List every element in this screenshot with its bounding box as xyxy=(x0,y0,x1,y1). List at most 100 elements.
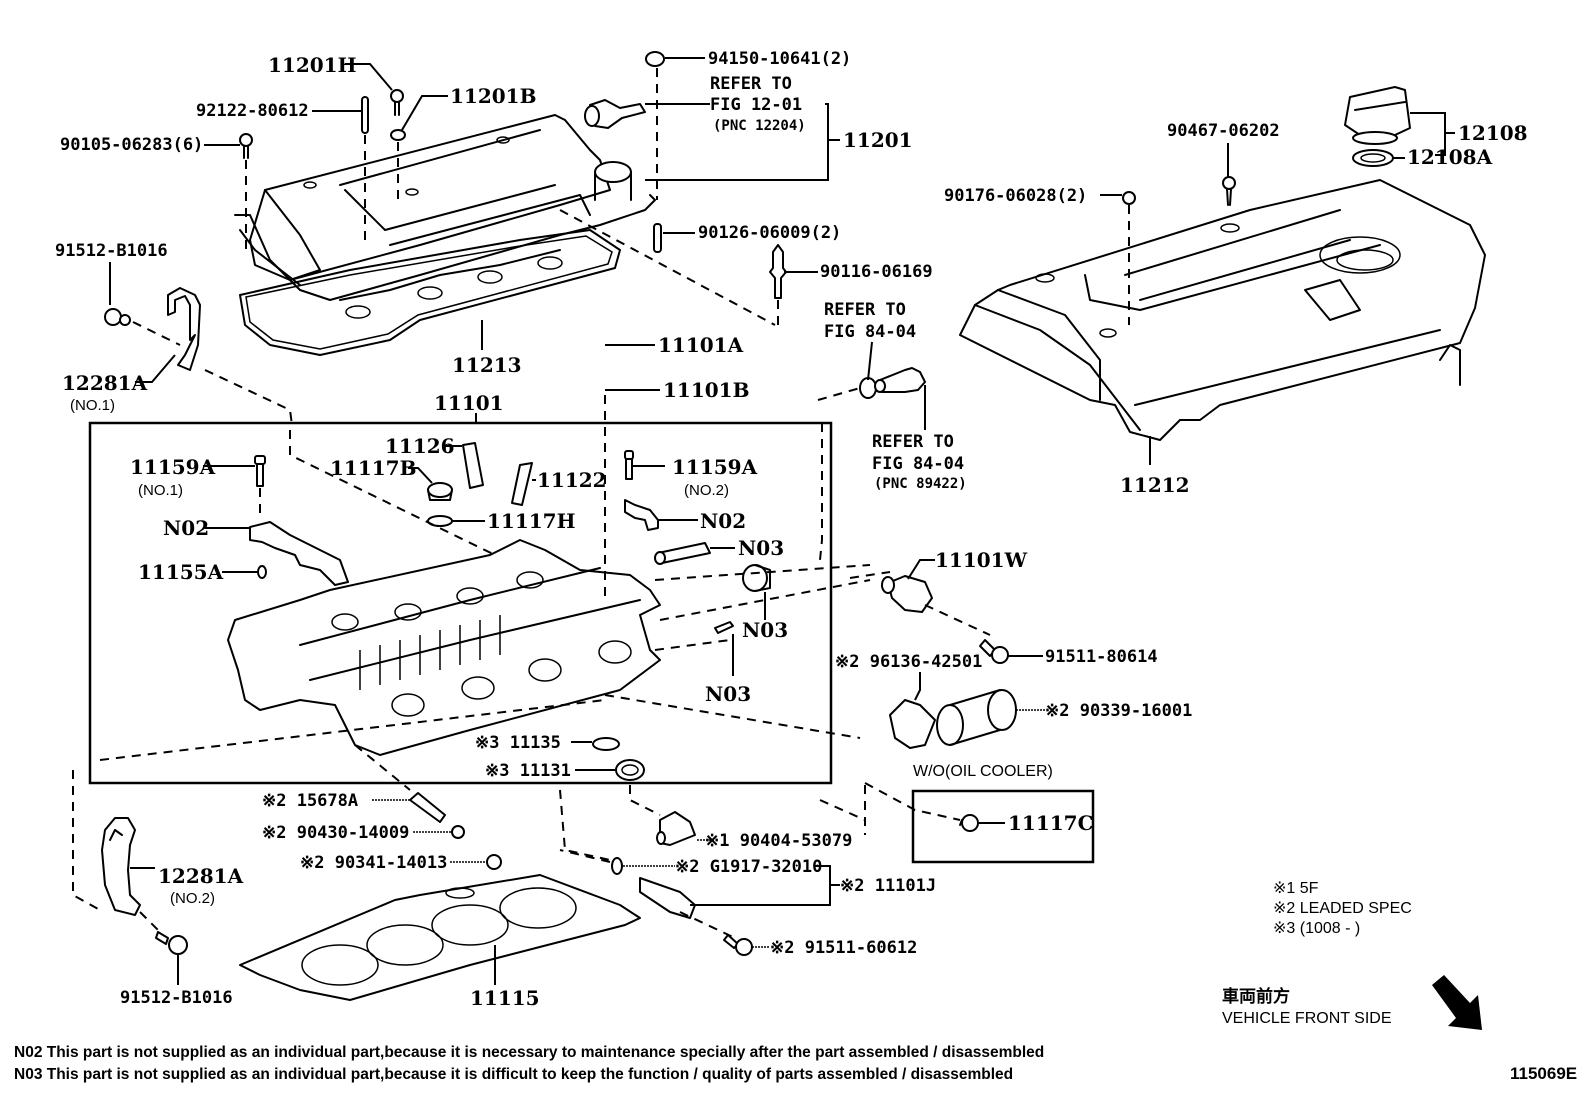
label-refer-fig-84-04-b-line1: REFER TO xyxy=(872,432,954,452)
label-91511-80614: 91511-80614 xyxy=(1045,647,1158,667)
label-11117C: 11117C xyxy=(1008,811,1094,835)
footnote-n02: N02 This part is not supplied as an indi… xyxy=(14,1044,1044,1061)
label-91512-B1016-bottom: 91512-B1016 xyxy=(120,988,233,1008)
label-11131: ※3 11131 xyxy=(485,761,571,781)
label-91512-B1016-top: 91512-B1016 xyxy=(55,241,168,261)
plug-11117C[interactable] xyxy=(959,814,979,832)
bearing-cap-n02-right[interactable] xyxy=(624,499,659,531)
label-96136-42501: ※2 96136-42501 xyxy=(835,652,982,672)
label-15678A: ※2 15678A xyxy=(262,791,358,811)
label-11101J: ※2 11101J xyxy=(840,876,936,896)
bolt-91512-bottom[interactable] xyxy=(155,931,188,955)
label-11115: 11115 xyxy=(470,986,540,1010)
label-11126: 11126 xyxy=(385,434,455,458)
cylinder-head[interactable] xyxy=(227,539,661,756)
label-11101B: 11101B xyxy=(663,378,749,402)
gasket-11135[interactable] xyxy=(592,737,620,751)
oil-filler-cap[interactable] xyxy=(1344,86,1411,145)
label-90126-06009: 90126-06009(2) xyxy=(698,223,841,243)
label-12108: 12108 xyxy=(1458,121,1528,145)
label-12108A: 12108A xyxy=(1407,145,1493,169)
label-11159A-no2: 11159A xyxy=(672,455,758,479)
stud-92122[interactable] xyxy=(361,96,369,134)
label-90341-14013: ※2 90341-14013 xyxy=(300,853,447,873)
fitting-15678A[interactable] xyxy=(409,792,446,823)
label-92122-80612: 92122-80612 xyxy=(196,101,309,121)
label-12281A-no1: 12281A xyxy=(62,371,148,395)
pin-n03-a[interactable] xyxy=(654,542,711,565)
screw-90467[interactable] xyxy=(1222,176,1236,206)
plug-90430[interactable] xyxy=(451,825,465,839)
label-refer-fig-84-04-b-line3: (PNC 89422) xyxy=(874,476,967,492)
label-11159A-no1: 11159A xyxy=(130,455,216,479)
nut-94150[interactable] xyxy=(645,51,665,67)
label-11213: 11213 xyxy=(452,353,522,377)
label-90404-53079: ※1 90404-53079 xyxy=(705,831,852,851)
bolt-11159A-no1[interactable] xyxy=(254,455,266,487)
wo-oil-cooler-box xyxy=(911,789,1095,864)
washer-11201B[interactable] xyxy=(390,129,406,141)
label-n03-b: N03 xyxy=(742,618,788,642)
cylinder-head-cover[interactable] xyxy=(234,114,656,356)
bolt-91511-80614[interactable] xyxy=(979,639,1009,664)
legend-note-3: ※3 (1008 - ) xyxy=(1273,920,1360,937)
label-90176-06028: 90176-06028(2) xyxy=(944,186,1087,206)
sensor-ref-12204[interactable] xyxy=(584,99,646,129)
label-11159A-no1-sub: (NO.1) xyxy=(138,482,183,499)
label-refer-fig-12-01-line1: REFER TO xyxy=(710,74,792,94)
oring-G1917[interactable] xyxy=(611,857,623,875)
bolt-91511-60612[interactable] xyxy=(723,934,753,956)
plug-11117B[interactable] xyxy=(427,482,453,501)
bolt-90341[interactable] xyxy=(486,854,502,870)
label-90116-06169: 90116-06169 xyxy=(820,262,933,282)
label-G1917-32010: ※2 G1917-32010 xyxy=(675,857,822,877)
label-refer-fig-84-04-a-line2[interactable]: FIG 84-04 xyxy=(824,322,916,342)
direction-label-en: VEHICLE FRONT SIDE xyxy=(1222,1010,1392,1027)
washer-refer-84-04[interactable] xyxy=(859,377,877,399)
oil-switch-11101J[interactable] xyxy=(639,877,696,919)
label-refer-fig-84-04-b-line2[interactable]: FIG 84-04 xyxy=(872,454,964,474)
head-gasket[interactable] xyxy=(239,874,641,1001)
label-90467-06202: 90467-06202 xyxy=(1167,121,1280,141)
label-11117H: 11117H xyxy=(487,509,575,533)
label-11101W: 11101W xyxy=(935,548,1028,572)
label-n03-c: N03 xyxy=(705,682,751,706)
gasket-12108A[interactable] xyxy=(1352,149,1394,167)
sensor-refer-89422[interactable] xyxy=(874,367,926,393)
clip-96136[interactable] xyxy=(889,699,936,749)
label-refer-fig-12-01-line3: (PNC 12204) xyxy=(713,118,806,134)
engine-cover[interactable] xyxy=(959,179,1486,441)
label-refer-fig-84-04-a-line1: REFER TO xyxy=(824,300,906,320)
engine-hanger-no1[interactable] xyxy=(167,287,201,371)
union-90404[interactable] xyxy=(656,811,696,846)
bearing-cap-n02-left[interactable] xyxy=(249,521,349,586)
label-11135: ※3 11135 xyxy=(475,733,561,753)
label-refer-fig-12-01-line2[interactable]: FIG 12-01 xyxy=(710,95,802,115)
bolt-11201H[interactable] xyxy=(390,89,404,116)
direction-label-jp: 車両前方 xyxy=(1222,986,1290,1006)
filter-90339[interactable] xyxy=(936,689,1017,746)
label-11155A: 11155A xyxy=(138,560,224,584)
label-12281A-no2: 12281A xyxy=(158,864,244,888)
pin-11122[interactable] xyxy=(511,462,533,506)
label-11201B: 11201B xyxy=(450,84,536,108)
arrow-down-right-icon xyxy=(1432,975,1482,1030)
engine-hanger-no2[interactable] xyxy=(101,817,141,916)
grommet-90176[interactable] xyxy=(1122,191,1136,205)
bolt-91512-top[interactable] xyxy=(104,308,131,326)
label-12281A-no1-sub: (NO.1) xyxy=(70,397,115,414)
label-11117B: 11117B xyxy=(330,456,416,480)
oil-control-valve-11101W[interactable] xyxy=(881,575,933,613)
stud-90126[interactable] xyxy=(653,223,662,253)
label-11101: 11101 xyxy=(434,391,504,415)
pin-11126[interactable] xyxy=(462,442,484,489)
key-n03-c[interactable] xyxy=(714,621,734,634)
bolt-90105[interactable] xyxy=(239,133,253,159)
sleeve-n03-b[interactable] xyxy=(742,564,771,592)
bolt-11159A-no2[interactable] xyxy=(624,450,634,480)
label-94150-10641: 94150-10641(2) xyxy=(708,49,851,69)
label-12281A-no2-sub: (NO.2) xyxy=(170,890,215,907)
seal-11131[interactable] xyxy=(615,759,645,781)
stud-90116[interactable] xyxy=(769,244,787,299)
plug-11155A[interactable] xyxy=(257,565,267,579)
